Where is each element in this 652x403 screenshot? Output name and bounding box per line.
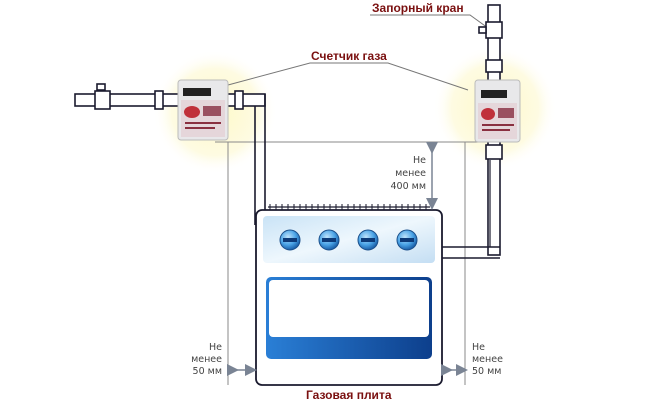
control-panel [263, 216, 435, 263]
dim-top-line2: менее [395, 168, 426, 179]
oven-window [269, 280, 429, 337]
burner-knob [318, 229, 340, 251]
gas-stove-label: Газовая плита [306, 388, 392, 402]
burner-knob [357, 229, 379, 251]
shutoff-valve-label: Запорный кран [372, 1, 464, 15]
gas-meter-left [177, 79, 229, 141]
dim-left-line2: менее [191, 354, 222, 365]
dim-top-line3: 400 мм [391, 181, 427, 192]
dim-right-line1: Не [472, 342, 485, 353]
leader-lines [227, 14, 489, 91]
dim-right-line2: менее [472, 354, 503, 365]
dim-left-line1: Не [209, 342, 222, 353]
burner-knob [279, 229, 301, 251]
gas-meter-right [474, 79, 521, 143]
burner-knobs [279, 229, 418, 251]
dim-left-line3: 50 мм [193, 366, 222, 377]
dim-top-line1: Не [413, 155, 426, 166]
gas-stove [255, 204, 443, 386]
dim-right-line3: 50 мм [472, 366, 501, 377]
stove-grate-ticks [269, 204, 427, 210]
gas-meter-label: Счетчик газа [311, 49, 387, 63]
burner-knob [396, 229, 418, 251]
